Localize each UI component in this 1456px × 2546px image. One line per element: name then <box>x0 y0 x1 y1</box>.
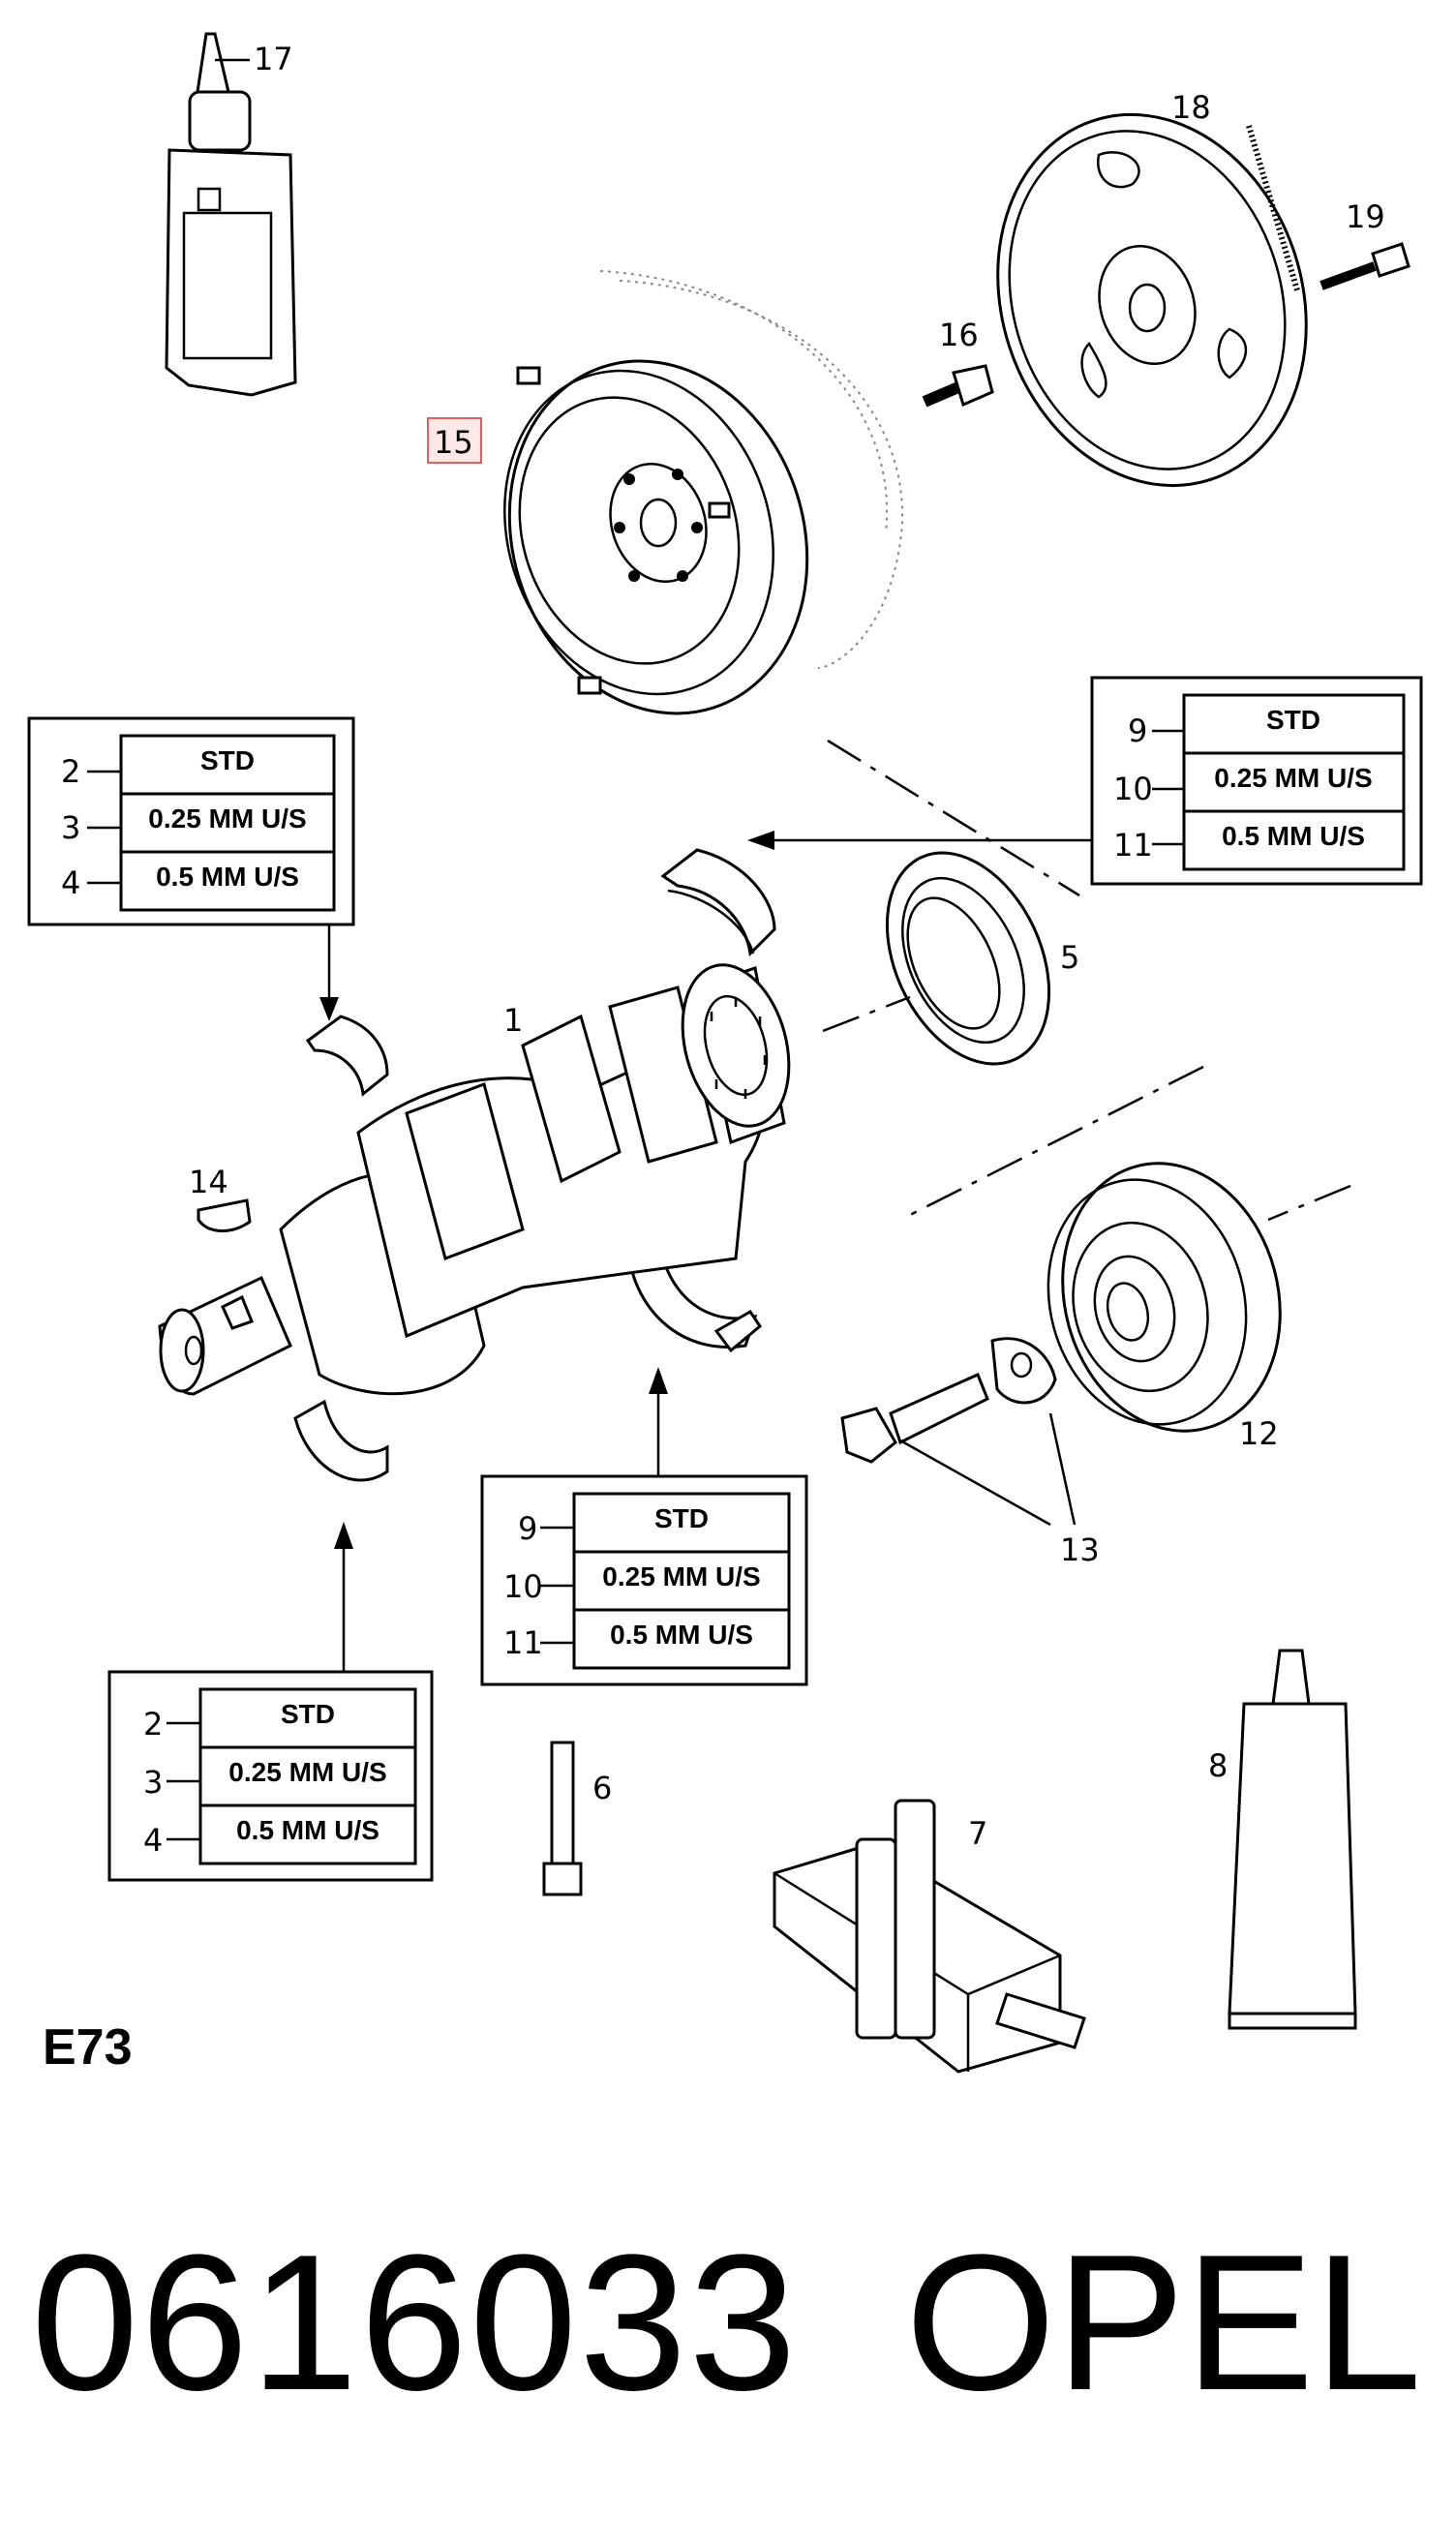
callout-5: 5 <box>1060 939 1079 976</box>
box-a-label-025: 0.25 MM U/S <box>148 803 306 834</box>
main-bearing-size-box-bottom: 2 3 4 STD 0.25 MM U/S 0.5 MM U/S <box>107 1670 434 1882</box>
box-c-num-2: 10 <box>503 1568 543 1605</box>
callout-1: 1 <box>503 1002 523 1039</box>
box-b-label-05: 0.5 MM U/S <box>1222 821 1365 851</box>
box-d-num-2: 3 <box>143 1764 163 1801</box>
box-d-num-3: 4 <box>143 1822 163 1859</box>
callout-16: 16 <box>939 317 979 353</box>
box-b-label-025: 0.25 MM U/S <box>1214 763 1372 793</box>
callout-7: 7 <box>968 1815 987 1852</box>
callout-13: 13 <box>1060 1531 1100 1568</box>
callout-15-highlight <box>427 417 482 464</box>
box-a-label-05: 0.5 MM U/S <box>156 862 299 892</box>
grease-tube-illustration <box>1228 1649 1357 2030</box>
rear-oil-seal-illustration <box>885 851 1051 1066</box>
callout-18: 18 <box>1171 89 1211 126</box>
box-b-num-3: 11 <box>1113 827 1153 864</box>
main-bearing-shell-lower <box>293 1399 389 1482</box>
box-b-label-std: STD <box>1266 705 1320 735</box>
conrod-bearing-size-box-bottom: 9 10 11 STD 0.25 MM U/S 0.5 MM U/S <box>480 1474 808 1686</box>
diagram-code: E73 <box>43 2019 133 2076</box>
box-a-num-1: 2 <box>61 753 80 790</box>
box-b-num-1: 9 <box>1128 712 1147 749</box>
main-bearing-shell-upper <box>305 1015 389 1097</box>
crankshaft-illustration <box>158 963 791 1396</box>
callout-15: 15 <box>434 424 473 461</box>
flexplate-bolt-illustration <box>1320 242 1410 290</box>
box-c-label-std: STD <box>654 1503 709 1533</box>
callout-14: 14 <box>189 1164 228 1200</box>
flywheel-illustration <box>503 270 903 715</box>
flywheel-bolt-illustration <box>922 364 994 408</box>
box-c-label-025: 0.25 MM U/S <box>602 1561 760 1591</box>
box-d-num-1: 2 <box>143 1706 163 1743</box>
box-b-num-2: 10 <box>1113 771 1153 807</box>
box-a-num-3: 4 <box>61 864 80 901</box>
part-number: 0616033 <box>31 2215 799 2431</box>
box-c-num-3: 11 <box>503 1624 543 1661</box>
crankshaft-pulley-illustration <box>1046 1162 1282 1433</box>
brand-name: OPEL <box>905 2215 1422 2431</box>
main-bearing-size-box: 2 3 4 STD 0.25 MM U/S 0.5 MM U/S <box>27 716 355 926</box>
box-d-label-025: 0.25 MM U/S <box>228 1757 386 1787</box>
box-c-label-05: 0.5 MM U/S <box>610 1620 753 1650</box>
conrod-bearing-shell-upper <box>660 848 776 957</box>
callout-8: 8 <box>1208 1747 1228 1784</box>
callout-6: 6 <box>592 1770 612 1806</box>
woodruff-key-illustration <box>197 1198 252 1232</box>
pulley-bolt-washer-illustration <box>840 1337 1057 1464</box>
flexplate-illustration <box>996 112 1308 488</box>
main-bearing-bolt-illustration <box>542 1741 583 1896</box>
oil-bottle-illustration <box>165 32 297 397</box>
box-d-label-std: STD <box>281 1699 335 1729</box>
box-a-num-2: 3 <box>61 809 80 846</box>
callout-12: 12 <box>1239 1415 1279 1452</box>
box-d-label-05: 0.5 MM U/S <box>236 1815 379 1845</box>
box-c-num-1: 9 <box>518 1510 537 1547</box>
conrod-bearing-size-box-top: 9 10 11 STD 0.25 MM U/S 0.5 MM U/S <box>1090 676 1423 886</box>
sealant-kit-illustration <box>773 1799 1086 2074</box>
callout-17: 17 <box>254 41 293 77</box>
box-a-label-std: STD <box>200 745 255 775</box>
callout-19: 19 <box>1346 198 1385 235</box>
